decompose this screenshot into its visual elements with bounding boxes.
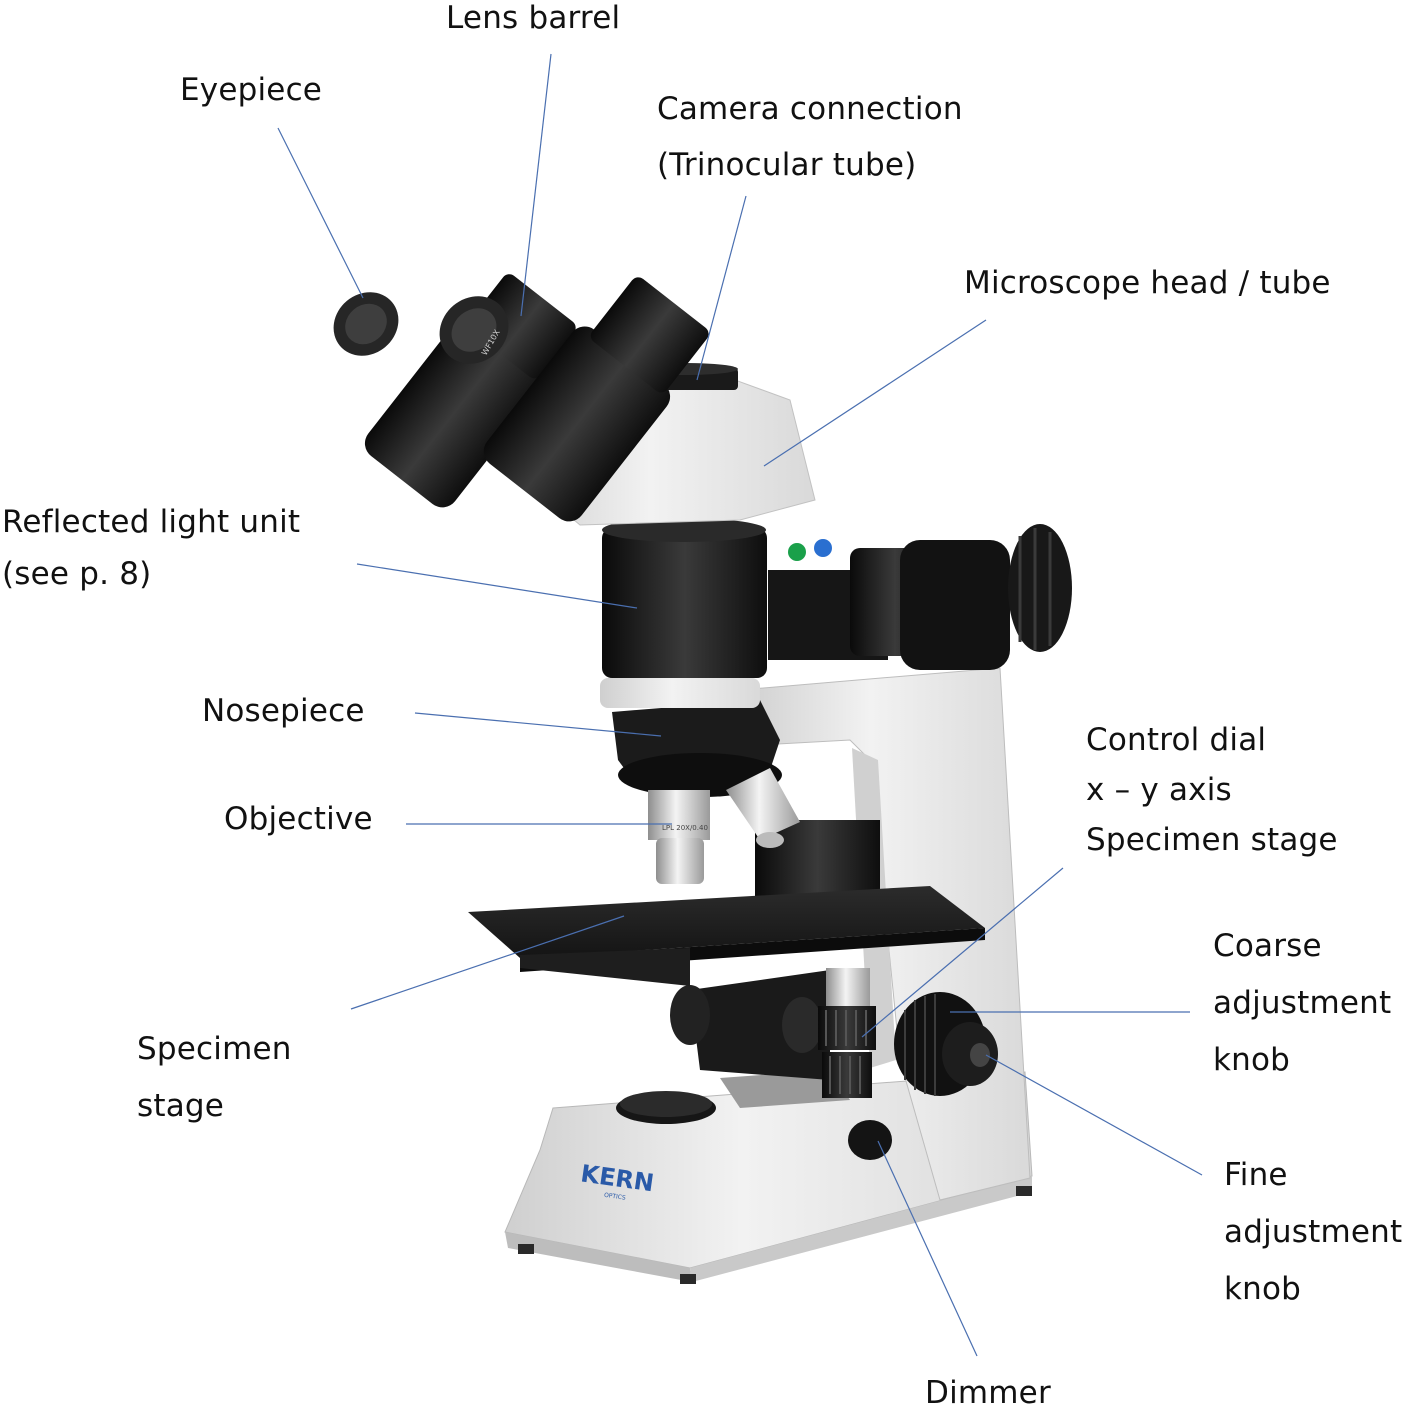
objective-engraving: LPL 20X/0.40 (662, 824, 708, 832)
label-line: knob (1224, 1261, 1402, 1318)
label-line: Coarse (1213, 918, 1391, 975)
leader-eyepiece (278, 128, 363, 298)
label-line: (Trinocular tube) (657, 137, 963, 193)
label-reflected-light-unit: Reflected light unit (see p. 8) (2, 496, 300, 600)
leader-lens-barrel (521, 54, 551, 316)
reflected-light-unit-shape (602, 518, 1072, 678)
label-line: Reflected light unit (2, 496, 300, 548)
dimmer-knob (848, 1120, 892, 1160)
leader-reflected-light-unit (357, 564, 637, 608)
leader-camera-connection (697, 196, 746, 380)
label-line: adjustment (1213, 975, 1391, 1032)
label-line: (see p. 8) (2, 548, 300, 600)
label-specimen-stage: Specimen stage (137, 1021, 292, 1135)
label-line: Objective (224, 792, 373, 848)
label-coarse-adjustment-knob: Coarse adjustment knob (1213, 918, 1391, 1089)
label-line: Lens barrel (446, 0, 620, 47)
label-line: Dimmer (925, 1366, 1051, 1422)
label-line: Fine (1224, 1147, 1402, 1204)
label-line: Specimen (137, 1021, 292, 1078)
label-camera-connection: Camera connection (Trinocular tube) (657, 81, 963, 193)
label-dimmer: Dimmer (925, 1366, 1051, 1422)
label-line: Microscope head / tube (964, 256, 1331, 312)
label-line: Camera connection (657, 81, 963, 137)
label-lens-barrel: Lens barrel (446, 0, 620, 47)
label-line: Nosepiece (202, 684, 365, 740)
label-control-dial: Control dial x – y axis Specimen stage (1086, 715, 1338, 865)
label-eyepiece: Eyepiece (180, 63, 322, 119)
label-microscope-head: Microscope head / tube (964, 256, 1331, 312)
label-line: stage (137, 1078, 292, 1135)
label-line: Eyepiece (180, 63, 322, 119)
label-nosepiece: Nosepiece (202, 684, 365, 740)
label-line: Control dial (1086, 715, 1338, 765)
label-line: knob (1213, 1032, 1391, 1089)
leader-microscope-head (764, 320, 986, 466)
label-line: x – y axis (1086, 765, 1338, 815)
label-fine-adjustment-knob: Fine adjustment knob (1224, 1147, 1402, 1318)
label-line: Specimen stage (1086, 815, 1338, 865)
label-line: adjustment (1224, 1204, 1402, 1261)
label-objective: Objective (224, 792, 373, 848)
